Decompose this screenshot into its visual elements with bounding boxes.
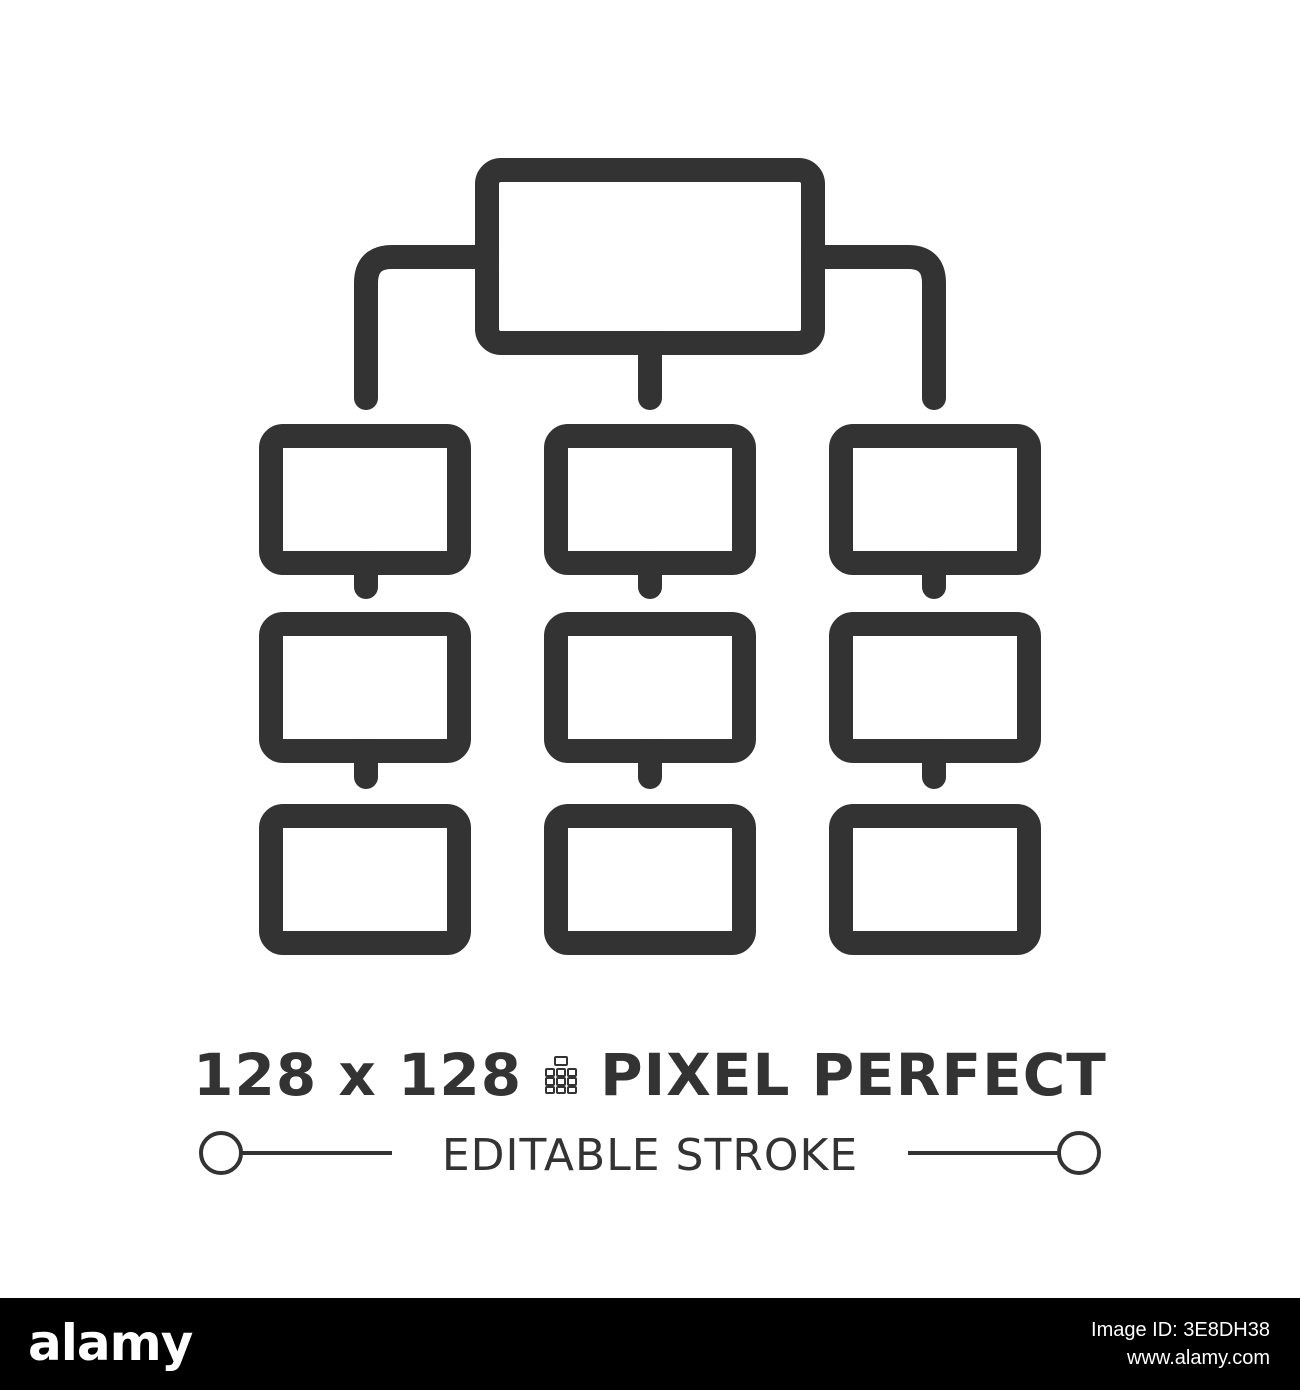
pixel-grid-icon bbox=[544, 1041, 578, 1109]
alamy-logo: alamy bbox=[28, 1314, 193, 1372]
editable-stroke-text: EDITABLE STROKE bbox=[441, 1129, 859, 1181]
node-row1-center bbox=[544, 424, 756, 575]
pixel-perfect-text: PIXEL PERFECT bbox=[600, 1041, 1107, 1109]
editable-stroke-row: EDITABLE STROKE bbox=[0, 1120, 1300, 1190]
image-id-text: Image ID: 3E8DH38 bbox=[1091, 1319, 1270, 1341]
stroke-handle-right-icon bbox=[1057, 1131, 1101, 1175]
node-row1-right bbox=[829, 424, 1041, 575]
node-row3-right bbox=[829, 804, 1041, 955]
root-node-box bbox=[475, 158, 825, 355]
footer-meta: Image ID: 3E8DH38 www.alamy.com bbox=[1091, 1316, 1270, 1372]
node-row2-right bbox=[829, 612, 1041, 763]
node-row3-left bbox=[259, 804, 471, 955]
footer-url: www.alamy.com bbox=[1127, 1347, 1270, 1369]
node-row2-left bbox=[259, 612, 471, 763]
node-row3-center bbox=[544, 804, 756, 955]
connector-left bbox=[354, 245, 499, 410]
node-row1-left bbox=[259, 424, 471, 575]
size-text: 128 x 128 bbox=[193, 1041, 523, 1109]
stroke-handle-left-icon bbox=[199, 1131, 243, 1175]
hierarchy-structure-icon bbox=[259, 158, 1041, 955]
node-row2-center bbox=[544, 612, 756, 763]
watermark-footer: alamy Image ID: 3E8DH38 www.alamy.com bbox=[0, 1298, 1300, 1390]
size-caption: 128 x 128 PIXEL PERFECT bbox=[0, 1030, 1300, 1120]
connector-right bbox=[801, 245, 946, 410]
